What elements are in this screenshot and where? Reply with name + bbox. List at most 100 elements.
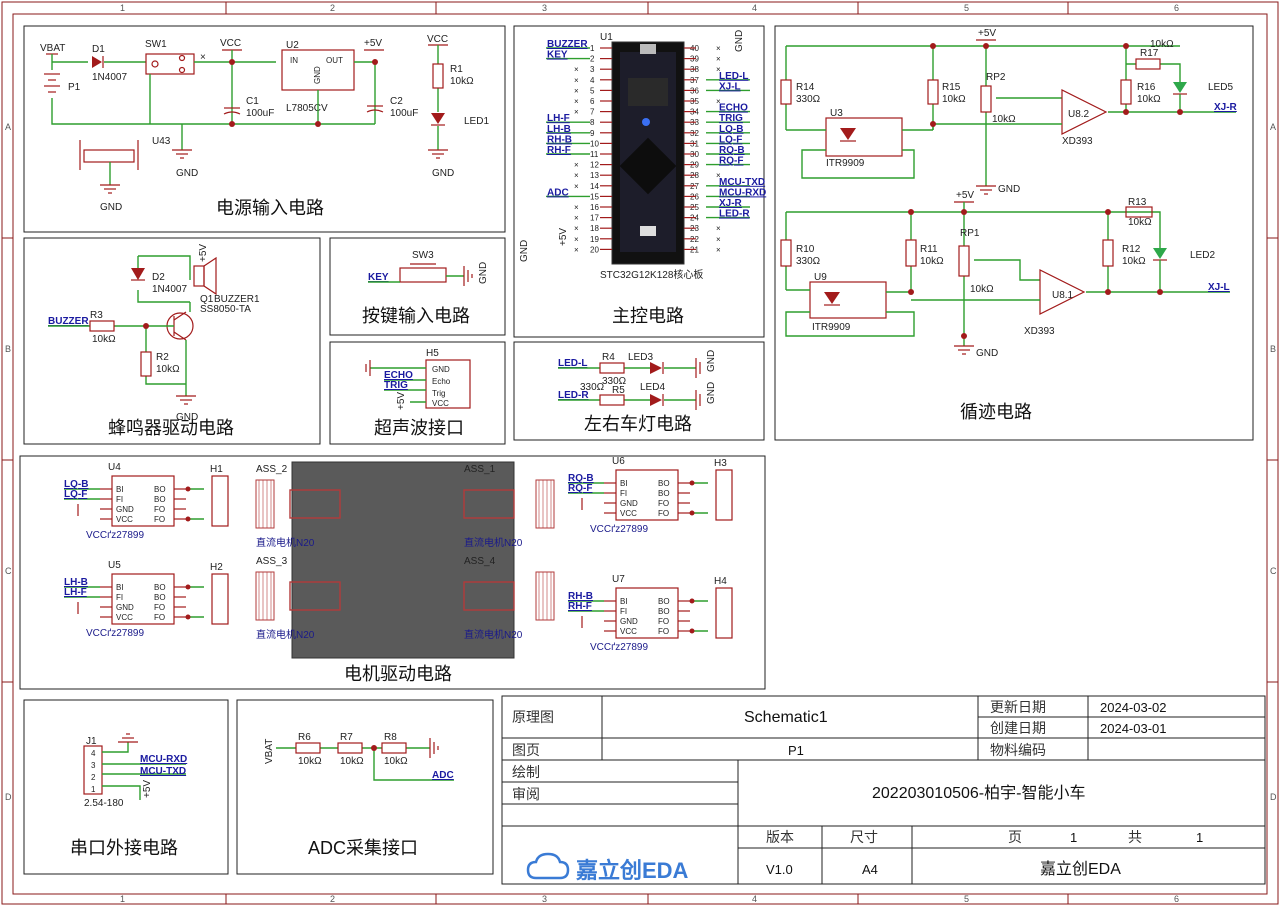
j1-value: 2.54-180 <box>84 798 124 809</box>
driver-in2-net: LQ-F <box>64 489 87 500</box>
r13-value: 10kΩ <box>1128 217 1152 228</box>
driver-pin-left: FI <box>116 495 123 504</box>
driver-pin-left: BI <box>620 479 628 488</box>
mcu-pin-num: 4 <box>590 76 595 85</box>
tb-version: V1.0 <box>766 862 793 877</box>
vcc-label: VCC <box>220 38 241 49</box>
motor-value: 直流电机N20 <box>256 536 315 549</box>
motor-value: 直流电机N20 <box>464 536 523 549</box>
h5-pin-trig: Trig <box>432 389 445 398</box>
tb-kind-value: Schematic1 <box>744 709 828 726</box>
r15-label: R15 <box>942 82 961 93</box>
jlc-logo: 嘉立创EDA <box>526 852 689 883</box>
grid-col-4-bottom: 4 <box>752 894 757 904</box>
d1-value: 1N4007 <box>92 72 127 83</box>
mcu-right-net: LQ-B <box>719 124 743 135</box>
r2-value: 10kΩ <box>156 364 180 375</box>
adc-vbat: VBAT <box>264 739 275 764</box>
header-ref: H2 <box>210 562 223 573</box>
u2-value: L7805CV <box>286 103 328 114</box>
tb-kind-label: 原理图 <box>512 709 554 725</box>
r7-value: 10kΩ <box>340 756 364 767</box>
buzzer-plus5v: +5V <box>198 244 209 262</box>
led1-label: LED1 <box>464 116 489 127</box>
driver-pin-right: FO <box>658 617 669 626</box>
grid-col-3-bottom: 3 <box>542 894 547 904</box>
vbat-label: VBAT <box>40 43 65 54</box>
no-connect-mark: × <box>574 86 579 95</box>
mcu-pin-num: 19 <box>590 235 599 244</box>
driver-ref: U6 <box>612 456 625 467</box>
driver-pin-right: BO <box>658 479 670 488</box>
driver-pin-right: BO <box>658 489 670 498</box>
h5-plus5v: +5V <box>396 392 407 410</box>
r15-value: 10kΩ <box>942 94 966 105</box>
tb-size-label: 尺寸 <box>850 829 878 845</box>
grid-row-b-right: B <box>1270 344 1276 354</box>
driver-ref: U5 <box>108 560 121 571</box>
tb-review-label: 审阅 <box>512 786 540 802</box>
driver-pin-right: BO <box>154 583 166 592</box>
r12-value: 10kΩ <box>1122 256 1146 267</box>
grid-col-4: 4 <box>752 3 757 13</box>
mcu-pin-num: 2 <box>590 55 595 64</box>
grid-row-a-right: A <box>1270 122 1276 132</box>
c1-label: C1 <box>246 96 259 107</box>
grid-row-a: A <box>5 122 11 132</box>
driver-ref: U7 <box>612 574 625 585</box>
tb-page-value: P1 <box>788 743 804 758</box>
led4-gnd: GND <box>706 382 717 404</box>
grid-col-1-bottom: 1 <box>120 894 125 904</box>
driver-value: VCCґz27899 <box>590 642 648 653</box>
driver-pin-left: GND <box>620 499 638 508</box>
q1-value: SS8050-TA <box>200 304 251 315</box>
tb-update-value: 2024-03-02 <box>1100 700 1167 715</box>
tr-gnd-top: GND <box>998 184 1020 195</box>
section-title-ultrasonic: 超声波接口 <box>374 418 464 438</box>
u43-gnd: GND <box>100 202 122 213</box>
grid-row-d: D <box>5 792 12 802</box>
driver-pin-right: BO <box>154 593 166 602</box>
no-connect-mark: × <box>716 224 721 233</box>
grid-col-6: 6 <box>1174 3 1179 13</box>
tr-gnd-bottom: GND <box>976 348 998 359</box>
no-connect-mark: × <box>574 76 579 85</box>
echo-net: ECHO <box>384 370 413 381</box>
r4-label: R4 <box>602 352 615 363</box>
no-connect-mark: × <box>574 171 579 180</box>
no-connect-mark: × <box>574 65 579 74</box>
driver-value: VCCґz27899 <box>590 524 648 535</box>
no-connect-mark: × <box>716 55 721 64</box>
driver-pin-left: GND <box>620 617 638 626</box>
r3-value: 10kΩ <box>92 334 116 345</box>
buzzer-gnd: GND <box>176 412 198 423</box>
ultrasonic-circuit: H5 GND Echo Trig VCC ECHO TRIG +5V 超声波接口 <box>365 348 471 438</box>
mcu-right-net: XJ-L <box>719 81 741 92</box>
driver-pin-left: BI <box>620 597 628 606</box>
mcu-pin-num: 10 <box>590 139 599 148</box>
tr-plus5v-top: +5V <box>978 28 996 39</box>
grid-col-1: 1 <box>120 3 125 13</box>
led3-label: LED3 <box>628 352 653 363</box>
q1-label: Q1 <box>200 294 214 305</box>
mcu-left-net: LH-F <box>547 113 570 124</box>
driver-ref: U4 <box>108 462 121 473</box>
no-connect-mark: × <box>716 97 721 106</box>
led2-label: LED2 <box>1190 250 1215 261</box>
r8-label: R8 <box>384 732 397 743</box>
driver-in2-net: RH-F <box>568 601 592 612</box>
plus5v-label: +5V <box>364 38 382 49</box>
mcu-pin-num: 14 <box>590 182 599 191</box>
driver-pin-right: FO <box>658 499 669 508</box>
no-connect-mark: × <box>574 214 579 223</box>
driver-in1-net: LH-B <box>64 577 88 588</box>
header-ref: H1 <box>210 464 223 475</box>
u2-gnd: GND <box>313 66 322 84</box>
mcu-right-net: XJ-R <box>719 198 743 209</box>
driver-pin-left: VCC <box>116 515 133 524</box>
mcu-pin-num: 3 <box>590 65 595 74</box>
r6-value: 10kΩ <box>298 756 322 767</box>
mcu-part: STC32G12K128核心板 <box>600 268 703 281</box>
trig-net: TRIG <box>384 380 408 391</box>
